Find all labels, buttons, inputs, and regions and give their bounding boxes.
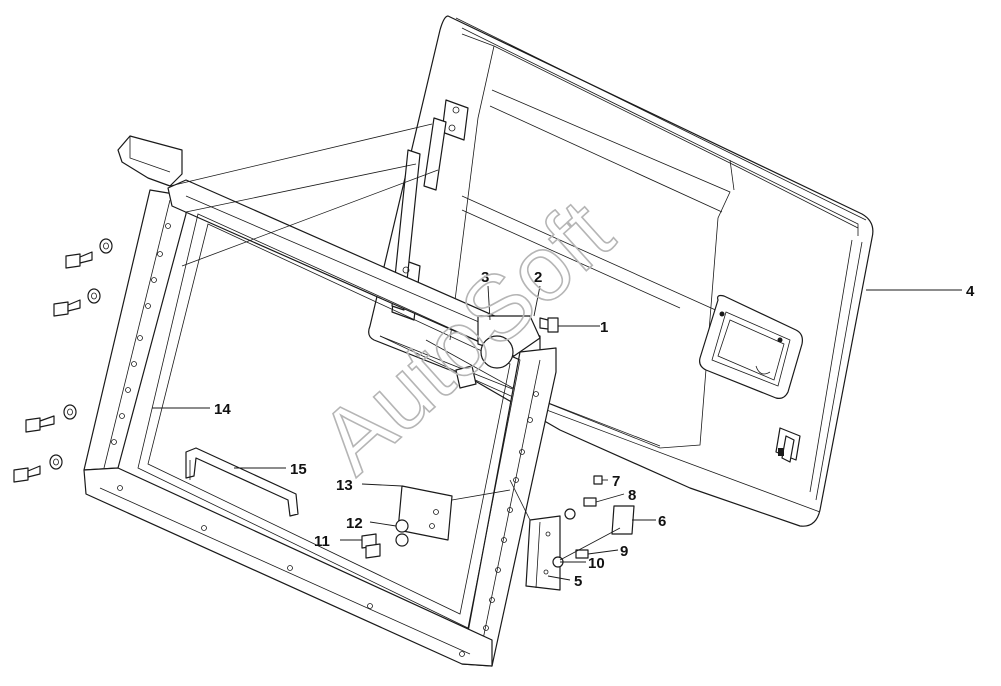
- callout-9: 9: [620, 543, 628, 560]
- assembly-lines: [169, 123, 621, 561]
- callout-8: 8: [628, 487, 636, 504]
- latch-assembly: [525, 475, 635, 591]
- callout-1: 1: [600, 319, 608, 336]
- grab-handle: [185, 447, 299, 517]
- door-handle-recess: [699, 294, 803, 399]
- callout-2: 2: [534, 269, 542, 286]
- left-bolts: [13, 238, 113, 483]
- bolt-1: [65, 238, 113, 269]
- center-bracket: [455, 315, 559, 389]
- callout-10: 10: [588, 555, 605, 572]
- callouts: 1 2 3 4 5 6 7 8 9 10 11 12 13 14 15: [214, 269, 975, 590]
- callout-13: 13: [336, 477, 353, 494]
- bolt-2: [53, 288, 101, 317]
- callout-11: 11: [314, 533, 330, 550]
- bottom-rail-holes: [117, 485, 465, 657]
- callout-5: 5: [574, 573, 582, 590]
- callout-14: 14: [214, 401, 231, 418]
- upper-hinge: [423, 99, 469, 191]
- callout-12: 12: [346, 515, 363, 532]
- callout-3: 3: [481, 269, 489, 286]
- callout-7: 7: [612, 473, 620, 490]
- bolt-3: [25, 404, 77, 433]
- door-catch: [775, 427, 801, 463]
- left-upright-holes: [111, 223, 171, 445]
- bolt-4: [13, 454, 63, 483]
- mounting-plate: [361, 485, 453, 559]
- callout-4: 4: [966, 283, 975, 300]
- callout-15: 15: [290, 461, 307, 478]
- cab-frame: [83, 135, 557, 667]
- callout-6: 6: [658, 513, 666, 530]
- leader-lines: [152, 285, 962, 581]
- right-upright-holes: [483, 391, 539, 631]
